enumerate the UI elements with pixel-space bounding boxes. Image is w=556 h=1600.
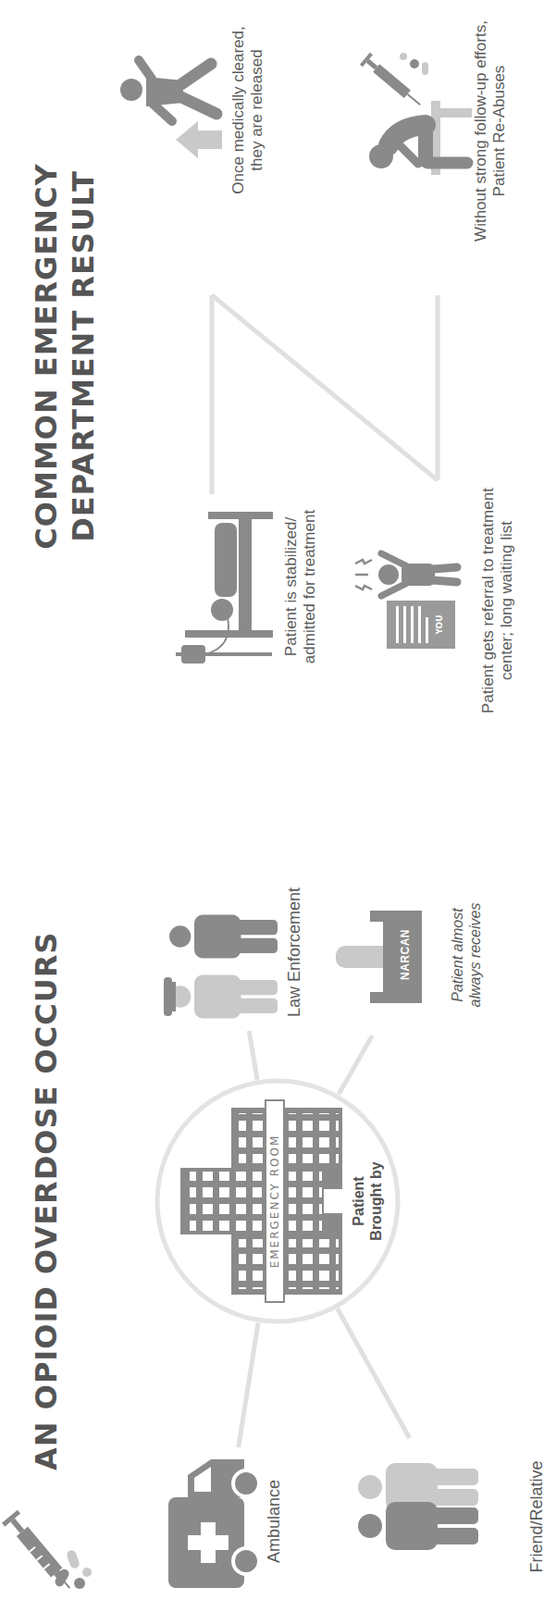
node-text: NARCAN [398, 873, 412, 1036]
node-text: Without strong follow-up efforts, Patien… [471, 17, 510, 245]
hospital-building [180, 1099, 343, 1302]
ambulance-icon [168, 1458, 260, 1588]
connector-line [248, 1030, 258, 1080]
node-text: Patient almost always receives [448, 894, 484, 1015]
connector-line [238, 1322, 259, 1447]
node-text: Once medically cleared, they are release… [229, 22, 268, 198]
syringe-icon [1, 1509, 92, 1595]
main-title: AN OPIOID OVERDOSE OCCURS [27, 931, 65, 1471]
released-person-icon [120, 60, 223, 159]
step-box: Patient is stabilized/ admitted for trea… [148, 494, 343, 680]
connector-line [337, 1308, 410, 1438]
narcan-node: NARCAN Patient almost always receives [333, 873, 505, 1036]
section-heading: COMMON EMERGENCY DEPARTMENT RESULT [27, 143, 102, 569]
paper-text: YOU [434, 600, 445, 649]
connector-line [210, 295, 215, 495]
node-text: Law Enforcement [284, 873, 306, 1031]
node-text: Patient gets referral to treatment cente… [479, 481, 518, 719]
node-text: Ambulance [264, 1446, 285, 1595]
step-box: Once medically cleared, they are release… [111, 26, 297, 296]
step-box: Patient gets referral to treatment cente… [351, 480, 551, 721]
law-node: Law Enforcement [161, 873, 310, 1031]
relapse-icon [359, 52, 472, 175]
connector-line [338, 1035, 372, 1095]
ambulance-node: Ambulance [157, 1446, 297, 1595]
er-circle: Patient Brought by [154, 1077, 401, 1324]
sign-text: EMERGENCY ROOM [265, 1099, 285, 1302]
node-text: Patient is stabilized/ admitted for trea… [282, 498, 321, 675]
hospital-bed-icon [175, 511, 273, 664]
referral-paper-icon [355, 553, 458, 649]
node-text: Friend/Relative [527, 1437, 548, 1595]
connector-line [435, 295, 441, 481]
friend-node: Friend/Relative [351, 1437, 556, 1595]
node-text: Patient Brought by [349, 1154, 385, 1248]
people-icon [358, 1462, 479, 1550]
police-icon [163, 914, 278, 1019]
step-box: Without strong follow-up efforts, Patien… [342, 17, 551, 296]
connector-line [211, 295, 438, 481]
